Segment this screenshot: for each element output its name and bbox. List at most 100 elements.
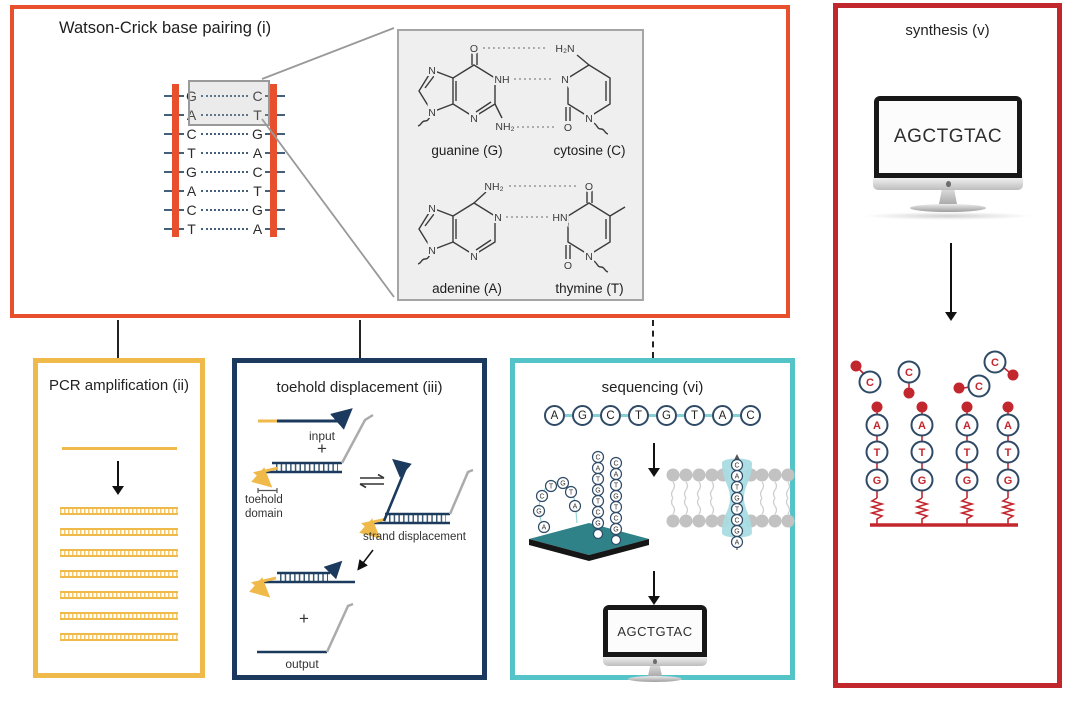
svg-text:G: G (734, 529, 739, 536)
monitor-bezel: AGCTGTAC (874, 96, 1022, 178)
base-circle: C (740, 405, 761, 426)
svg-text:C: C (734, 463, 739, 470)
base-circle: A (712, 405, 733, 426)
monitor-chin (603, 657, 707, 666)
base-circle: G (572, 405, 593, 426)
svg-text:G: G (560, 481, 565, 488)
monitor-chin (873, 178, 1023, 190)
backbone-rail-left (172, 84, 179, 237)
svg-text:G: G (595, 488, 600, 495)
base-letter: T (187, 220, 196, 237)
toehold-domain-label: toehold domain (245, 494, 283, 520)
solid-phase-synthesis-diagram: C C C C A T G (850, 350, 1020, 527)
down-arrow (653, 443, 655, 469)
svg-text:T: T (735, 485, 740, 492)
panel-sequencing: sequencing (vi) A G C T G T A C C A T G … (510, 358, 795, 682)
atom-label: N (561, 74, 569, 86)
base-letter: A (252, 144, 263, 161)
anchored-strand: A T G (865, 401, 889, 525)
base-letter: G (186, 87, 197, 104)
svg-text:C: C (539, 494, 544, 501)
atom-label: N (428, 65, 436, 77)
apple-logo-icon (653, 659, 657, 664)
panel-pcr: PCR amplification (ii) (33, 358, 205, 678)
monitor-bezel: AGCTGTAC (603, 605, 707, 657)
amplified-duplex (60, 507, 178, 515)
monitor-stand (939, 190, 957, 204)
svg-text:T: T (919, 447, 926, 459)
input-label: input (308, 429, 336, 443)
panel-title: sequencing (vi) (601, 379, 704, 396)
base-letter: G (186, 163, 197, 180)
svg-text:T: T (1005, 447, 1012, 459)
pore-strand: C A T G T C G A (730, 458, 744, 549)
panel-watson-crick: Watson-Crick base pairing (i) G C A T C G T… (10, 5, 790, 318)
svg-text:T: T (596, 477, 601, 484)
svg-text:A: A (963, 420, 971, 432)
readout-monitor: AGCTGTAC (603, 605, 707, 682)
svg-text:T: T (964, 447, 971, 459)
atom-label: N (428, 245, 436, 257)
guanine-cytosine-structure: O NH NH₂ N N N H₂N N O N (417, 41, 611, 136)
free-nucleotide: C (897, 360, 921, 399)
base-circle: T (628, 405, 649, 426)
plus-sign: + (317, 439, 327, 458)
flowcell-strand-2: C A T G T C G (609, 456, 623, 536)
base-letter: A (186, 106, 197, 123)
down-arrow (653, 571, 655, 597)
svg-text:A: A (596, 466, 601, 473)
atom-label: O (564, 260, 572, 272)
amplified-duplex (60, 549, 178, 557)
connector-sequencing-dashed (652, 320, 654, 358)
svg-text:G: G (918, 475, 927, 487)
flowcell-illustration: C A T G T C G C A T G T C G A G C T G T … (529, 450, 649, 561)
atom-label: O (470, 43, 478, 55)
panel-title: toehold displacement (iii) (276, 379, 443, 396)
anchored-strand: A T G (955, 401, 979, 525)
amplified-duplex (60, 612, 178, 620)
free-nucleotide: C (983, 350, 1019, 381)
down-arrow (117, 461, 119, 487)
svg-text:T: T (614, 505, 619, 512)
amplified-duplex (60, 570, 178, 578)
free-nucleotide: C (953, 374, 991, 398)
base-letter: C (186, 125, 197, 142)
apple-logo-icon (945, 181, 951, 187)
panel-title: Watson-Crick base pairing (i) (59, 19, 272, 37)
adenine-label: adenine (A) (432, 281, 502, 296)
svg-text:C: C (613, 461, 618, 468)
panel-toehold: toehold displacement (iii) (232, 358, 487, 680)
anchored-strand: A T G (996, 401, 1020, 525)
panel-title: PCR amplification (ii) (48, 377, 190, 394)
base-circle: T (684, 405, 705, 426)
amplified-duplex (60, 528, 178, 536)
panel-synthesis: synthesis (v) AGCTGTAC C C C C (833, 3, 1062, 688)
base-letter: T (253, 182, 262, 199)
output-label: output (285, 657, 319, 671)
base-letter: C (186, 201, 197, 218)
svg-text:G: G (1004, 475, 1013, 487)
atom-label: O (564, 122, 572, 134)
svg-text:C: C (613, 516, 618, 523)
base-letter: A (252, 220, 263, 237)
svg-text:A: A (735, 540, 740, 547)
svg-text:C: C (905, 367, 913, 379)
base-circle: C (600, 405, 621, 426)
svg-text:A: A (735, 474, 740, 481)
template-strand (62, 447, 177, 450)
base-letter: A (186, 182, 197, 199)
cytosine-label: cytosine (C) (553, 143, 626, 158)
toehold-strand-diagram (249, 408, 474, 654)
monitor-base (628, 676, 682, 682)
guanine-label: guanine (G) (431, 143, 503, 158)
svg-text:A: A (918, 420, 926, 432)
lipid-tails (670, 481, 791, 515)
base-letter: G (252, 125, 263, 142)
flowcell-arch-strand: A G C T G T A (532, 476, 582, 534)
monitor-screen: AGCTGTAC (608, 610, 702, 652)
atom-label: NH₂ (484, 181, 503, 193)
atom-label: N (585, 113, 593, 125)
anchored-strand: A T G (910, 401, 934, 525)
atom-label: NH (494, 74, 509, 86)
